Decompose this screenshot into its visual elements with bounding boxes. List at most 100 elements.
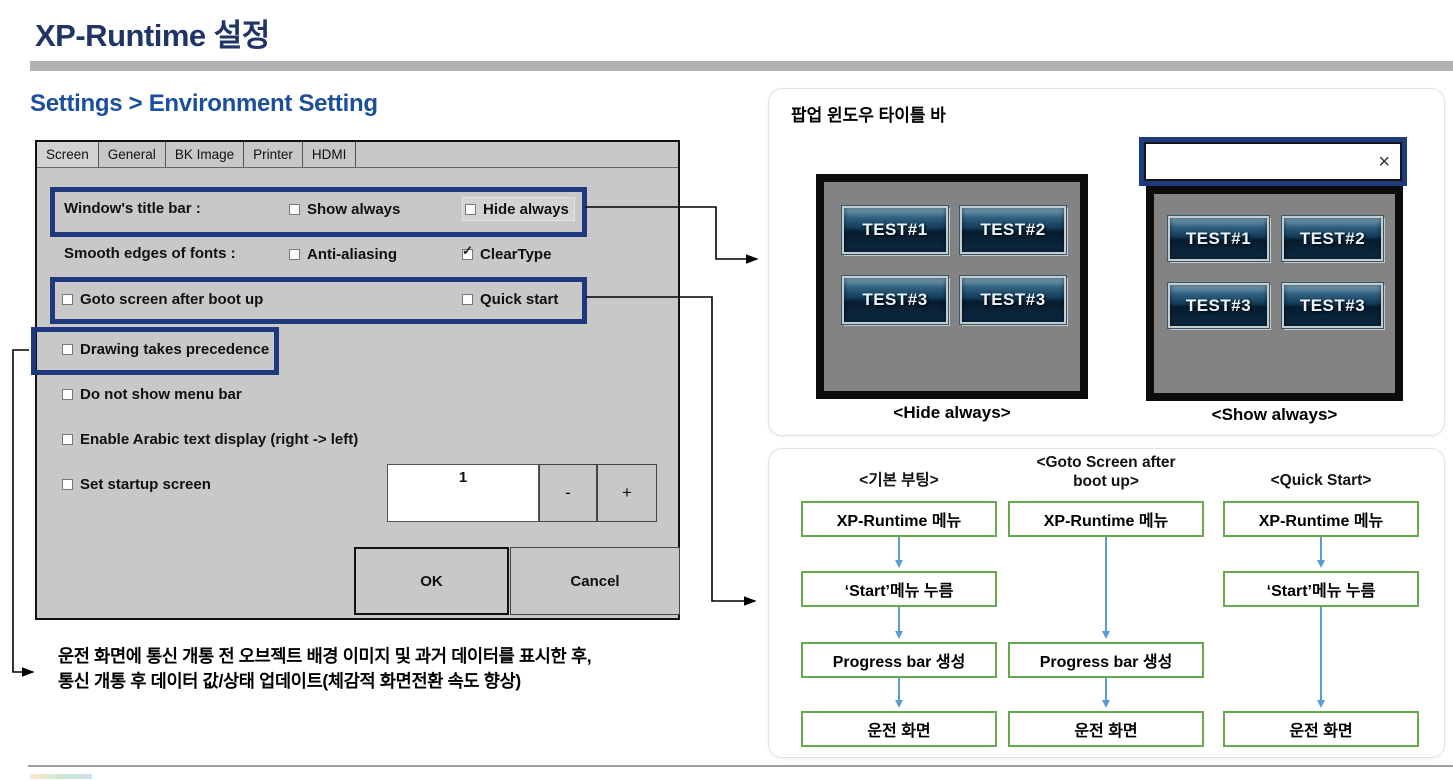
row-set-startup: Set startup screen	[37, 472, 678, 496]
checkbox-show-always[interactable]: Show always	[289, 197, 400, 221]
flow-column-goto-screen: <Goto Screen after boot up> XP-Runtime 메…	[1006, 449, 1206, 757]
checkbox-icon[interactable]	[62, 343, 73, 355]
checkbox-anti-aliasing[interactable]: Anti-aliasing	[289, 242, 397, 266]
row-window-title-bar: Window's title bar : Show always Hide al…	[37, 197, 678, 221]
test1-button[interactable]: TEST#1	[1167, 215, 1270, 262]
page-title: XP-Runtime 설정	[35, 18, 270, 53]
flow-column-header: <기본 부팅>	[859, 472, 939, 489]
decrement-button[interactable]: -	[539, 464, 597, 522]
checkbox-label: Enable Arabic text display (right -> lef…	[80, 430, 359, 448]
checkbox-checked-icon[interactable]	[462, 243, 473, 260]
checkbox-cleartype[interactable]: ClearType	[462, 242, 551, 266]
show-always-caption: <Show always>	[1211, 405, 1338, 424]
down-arrow	[895, 607, 903, 639]
tab-screen[interactable]: Screen	[37, 142, 99, 167]
section-heading: Settings > Environment Setting	[30, 90, 378, 117]
footnote-line1: 운전 화면에 통신 개통 전 오브젝트 배경 이미지 및 과거 데이터를 표시한…	[58, 646, 592, 666]
flow-step: XP-Runtime 메뉴	[1008, 501, 1204, 537]
startup-screen-input[interactable]: 1	[387, 464, 539, 522]
close-icon[interactable]: ×	[1378, 150, 1390, 173]
popup-panel-heading: 팝업 윈도우 타이틀 바	[791, 106, 946, 125]
checkbox-icon[interactable]	[62, 478, 73, 490]
checkbox-no-menu-bar[interactable]: Do not show menu bar	[62, 382, 242, 406]
tab-bk-image[interactable]: BK Image	[166, 142, 245, 167]
show-always-screen: TEST#1 TEST#2 TEST#3 TEST#3	[1146, 186, 1403, 401]
row-arabic-text: Enable Arabic text display (right -> lef…	[37, 427, 678, 451]
footnote: 운전 화면에 통신 개통 전 오브젝트 배경 이미지 및 과거 데이터를 표시한…	[58, 644, 592, 694]
checkbox-label: Anti-aliasing	[307, 245, 398, 263]
flow-step: 운전 화면	[801, 711, 997, 747]
cancel-button[interactable]: Cancel	[510, 547, 680, 615]
test3-button[interactable]: TEST#3	[959, 275, 1067, 325]
down-arrow	[895, 537, 903, 568]
flow-step: ‘Start’메뉴 누름	[801, 571, 997, 607]
popup-titlebar-panel: 팝업 윈도우 타이틀 바 TEST#1 TEST#2 TEST#3 TEST#3…	[768, 88, 1445, 436]
flow-step: ‘Start’메뉴 누름	[1223, 571, 1419, 607]
increment-button[interactable]: +	[597, 464, 657, 522]
flow-step: XP-Runtime 메뉴	[801, 501, 997, 537]
flow-column-quick-start: <Quick Start> XP-Runtime 메뉴 ‘Start’메뉴 누름…	[1221, 449, 1421, 757]
test3-button[interactable]: TEST#3	[841, 275, 949, 325]
tab-hdmi[interactable]: HDMI	[303, 142, 357, 167]
checkbox-icon[interactable]	[62, 293, 73, 305]
tab-printer[interactable]: Printer	[244, 142, 303, 167]
checkbox-hide-always[interactable]: Hide always	[462, 197, 575, 221]
test1-button[interactable]: TEST#1	[841, 205, 949, 255]
hide-always-caption: <Hide always>	[893, 403, 1011, 422]
flow-column-default-boot: <기본 부팅> XP-Runtime 메뉴 ‘Start’메뉴 누름 Progr…	[799, 449, 999, 757]
test2-button[interactable]: TEST#2	[959, 205, 1067, 255]
test2-button[interactable]: TEST#2	[1281, 215, 1384, 262]
checkbox-goto-screen[interactable]: Goto screen after boot up	[62, 287, 263, 311]
checkbox-label: Hide always	[483, 200, 569, 218]
checkbox-icon[interactable]	[289, 248, 300, 260]
logo	[30, 774, 92, 779]
test-button-grid: TEST#1 TEST#2 TEST#3 TEST#3	[1167, 215, 1384, 329]
connector-drawing-precedence	[12, 349, 35, 677]
flow-step: Progress bar 생성	[801, 642, 997, 678]
down-arrow	[1317, 537, 1325, 568]
checkbox-label: Set startup screen	[80, 475, 211, 493]
row-drawing-precedence: Drawing takes precedence	[37, 337, 678, 361]
checkbox-label: Do not show menu bar	[80, 385, 242, 403]
checkbox-icon[interactable]	[62, 433, 73, 445]
tab-general[interactable]: General	[99, 142, 166, 167]
flow-step: XP-Runtime 메뉴	[1223, 501, 1419, 537]
window-title-bar-label: Window's title bar :	[64, 200, 201, 217]
row-goto-quick: Goto screen after boot up Quick start	[37, 287, 678, 311]
footer-divider	[28, 765, 1453, 767]
down-arrow-long	[1102, 537, 1110, 639]
checkbox-label: ClearType	[480, 245, 552, 263]
dialog-tabbar: Screen General BK Image Printer HDMI	[37, 142, 678, 168]
flow-column-header: <Quick Start>	[1270, 472, 1372, 489]
environment-setting-dialog: Screen General BK Image Printer HDMI Win…	[31, 140, 680, 620]
down-arrow-long	[1317, 607, 1325, 708]
footnote-line2: 통신 개통 후 데이터 값/상태 업데이트(체감적 화면전환 속도 향상)	[58, 671, 521, 691]
title-divider	[30, 61, 1453, 71]
flow-step: Progress bar 생성	[1008, 642, 1204, 678]
checkbox-icon[interactable]	[462, 293, 473, 305]
checkbox-set-startup-screen[interactable]: Set startup screen	[62, 472, 211, 496]
hide-always-screen: TEST#1 TEST#2 TEST#3 TEST#3	[816, 174, 1088, 399]
checkbox-label: Show always	[307, 200, 401, 218]
popup-window-titlebar: ×	[1139, 137, 1407, 186]
test3-button[interactable]: TEST#3	[1281, 282, 1384, 329]
flow-column-header: <Goto Screen after boot up>	[1036, 454, 1176, 490]
ok-button[interactable]: OK	[354, 547, 509, 615]
flow-step: 운전 화면	[1008, 711, 1204, 747]
checkbox-icon[interactable]	[465, 203, 476, 215]
checkbox-label: Quick start	[480, 290, 559, 308]
checkbox-arabic-text[interactable]: Enable Arabic text display (right -> lef…	[62, 427, 358, 451]
row-smooth-edges: Smooth edges of fonts : Anti-aliasing Cl…	[37, 242, 678, 266]
checkbox-label: Drawing takes precedence	[80, 340, 270, 358]
down-arrow	[1102, 678, 1110, 708]
checkbox-quick-start[interactable]: Quick start	[462, 287, 558, 311]
checkbox-icon[interactable]	[62, 388, 73, 400]
smooth-edges-label: Smooth edges of fonts :	[64, 245, 236, 262]
down-arrow	[895, 678, 903, 708]
test3-button[interactable]: TEST#3	[1167, 282, 1270, 329]
flow-step: 운전 화면	[1223, 711, 1419, 747]
checkbox-drawing-precedence[interactable]: Drawing takes precedence	[62, 337, 269, 361]
row-no-menu-bar: Do not show menu bar	[37, 382, 678, 406]
checkbox-label: Goto screen after boot up	[80, 290, 264, 308]
checkbox-icon[interactable]	[289, 203, 300, 215]
